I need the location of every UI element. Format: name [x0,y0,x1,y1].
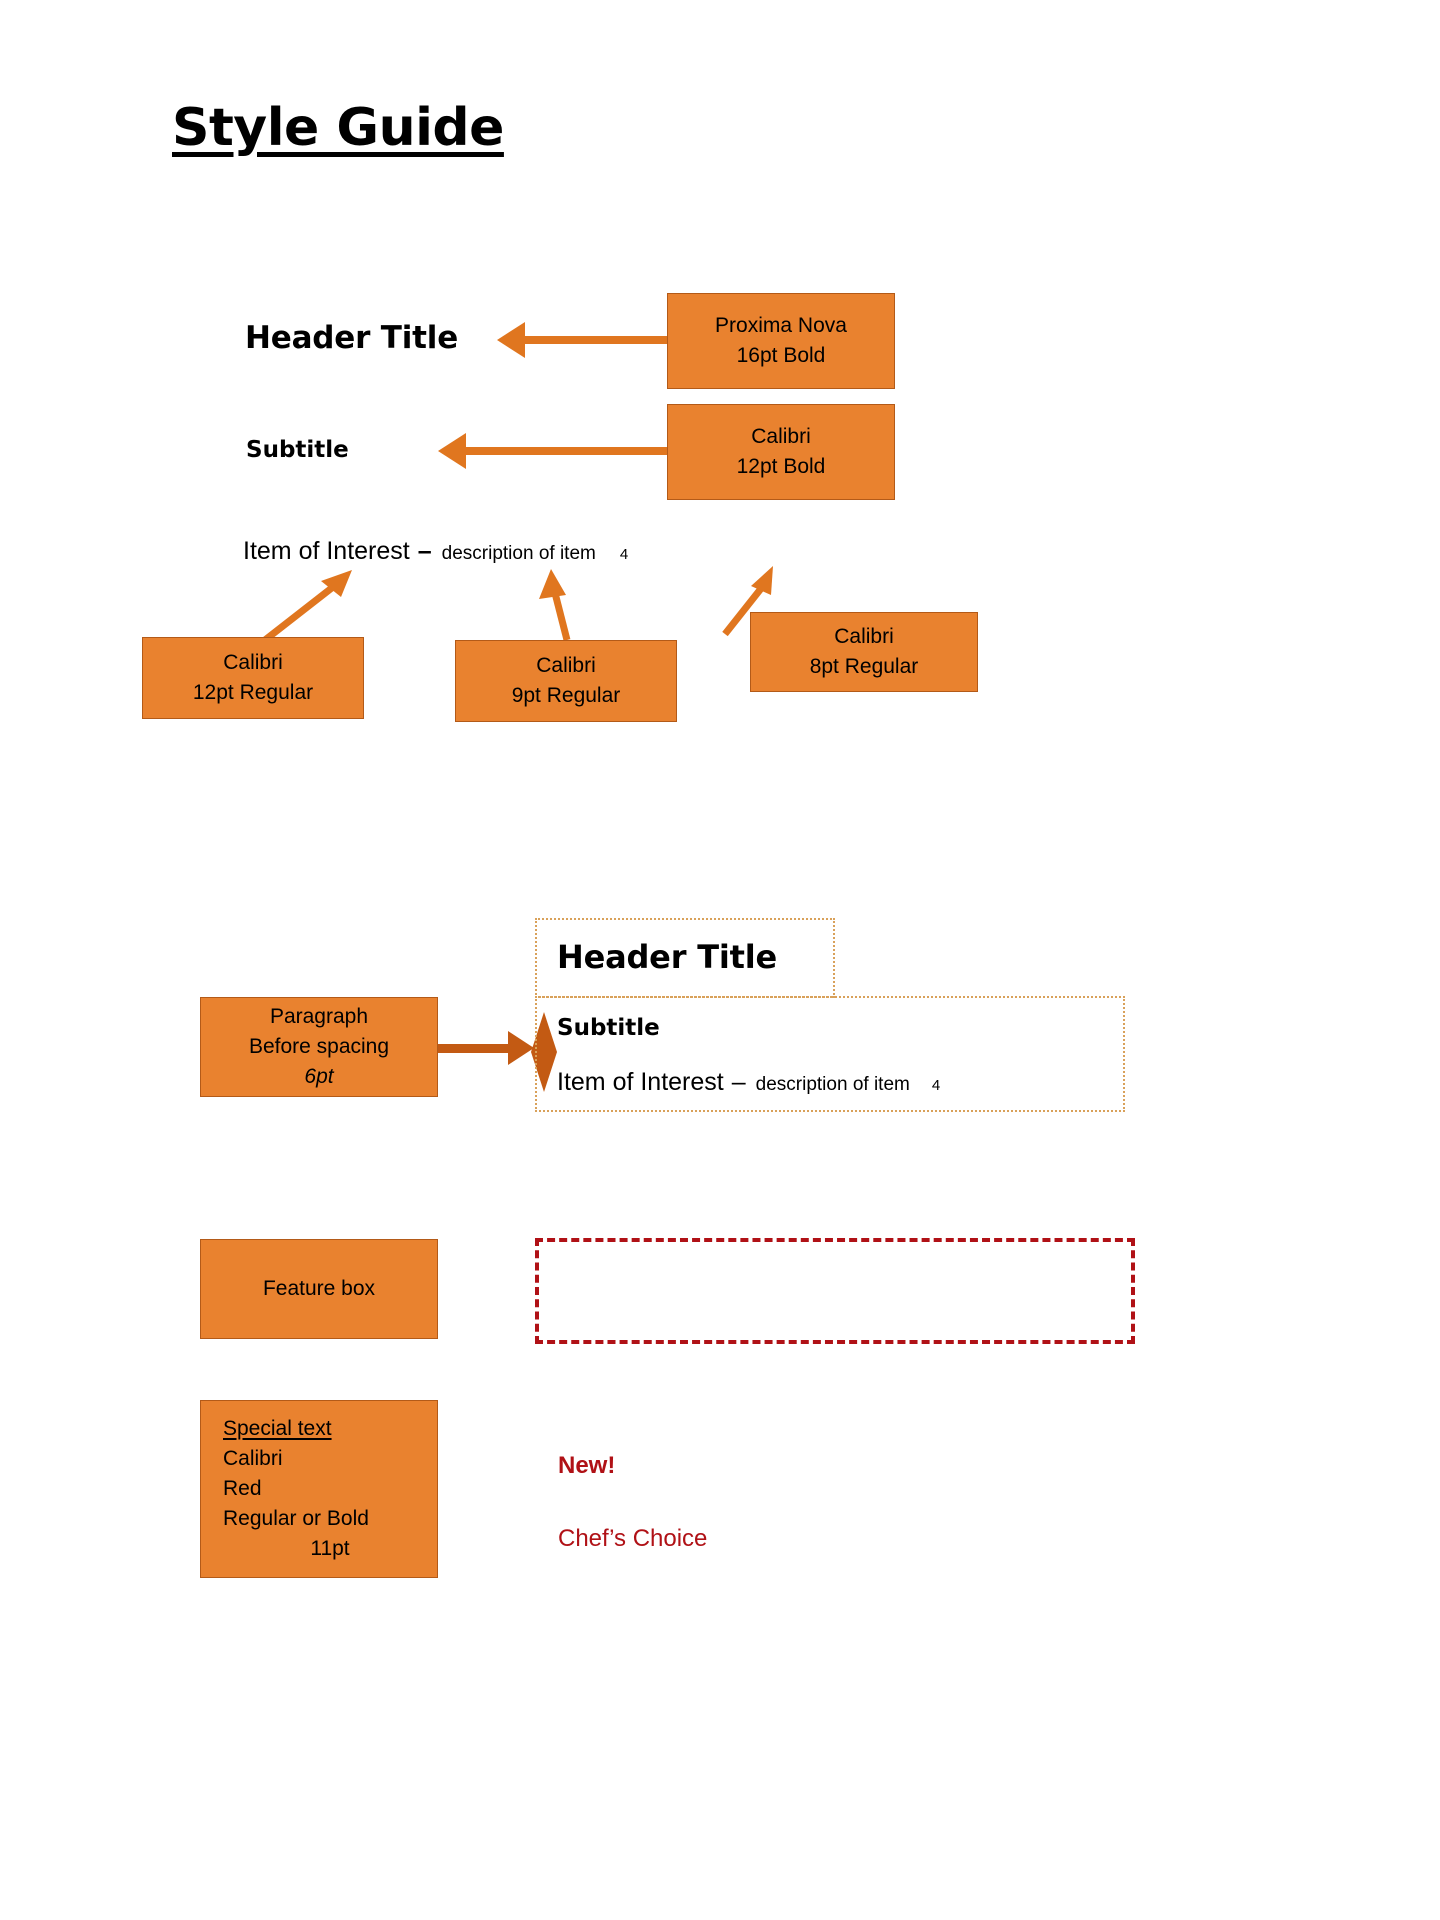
callout-line-3: 6pt [304,1064,334,1088]
spacing-marker-icon [531,1012,557,1092]
demo-item-dash: – [731,1068,746,1096]
arrow-head-paragraph-spacing-icon [508,1031,534,1065]
callout-item-label-spec: Calibri 12pt Regular [142,637,364,719]
arrow-item-label-icon [262,570,352,643]
callout-special-text: Special text Calibri Red Regular or Bold… [200,1400,438,1578]
arrow-shaft-subtitle [466,447,667,455]
demo-item-of-interest-line: Item of Interest–description of item 4 [557,1068,940,1097]
sample-item-footnote: 4 [619,546,629,563]
callout-line-2: 16pt Bold [736,344,826,367]
callout-line-1: Calibri [834,625,894,649]
sample-item-of-interest-line: Item of Interest–description of item 4 [243,537,628,566]
callout-line-1: Proxima Nova [715,314,847,338]
callout-line-2: Calibri [223,1447,283,1471]
callout-line-1: Paragraph [269,1005,369,1029]
callout-line-4: Regular or Bold [223,1506,369,1530]
demo-item-label: Item of Interest [557,1068,724,1096]
demo-item-description: description of item [755,1074,910,1095]
feature-box-sample [535,1238,1135,1344]
callout-line-1: Special text [223,1417,332,1441]
sample-subtitle: Subtitle [246,437,349,463]
callout-feature-box: Feature box [200,1239,438,1339]
callout-line-2: 8pt Regular [809,655,919,678]
callout-item-description-spec: Calibri 9pt Regular [455,640,677,722]
callout-line-1: Calibri [223,651,283,675]
callout-line-1: Calibri [536,654,596,678]
callout-line-2: 12pt Bold [736,455,826,478]
dotted-box-body [535,996,1125,1112]
page-title: Style Guide [172,98,504,158]
sample-item-label: Item of Interest [243,537,410,565]
arrow-item-description-icon [539,569,571,641]
callout-line-5: 11pt [310,1536,350,1560]
callout-line-2: Before spacing [248,1035,390,1059]
sample-header-title: Header Title [245,320,459,356]
arrow-item-footnote-icon [722,566,773,637]
special-text-bold-sample: New! [558,1452,616,1479]
arrow-shaft-header-title [525,336,670,344]
arrow-shaft-paragraph-spacing [438,1044,508,1053]
demo-header-title: Header Title [557,938,777,976]
callout-line-3: Red [223,1477,262,1501]
callout-line-1: Calibri [751,425,811,449]
arrow-head-header-title-icon [497,322,525,358]
callout-subtitle-spec: Calibri 12pt Bold [667,404,895,500]
callout-line-2: 12pt Regular [192,681,314,704]
arrow-head-subtitle-icon [438,433,466,469]
callout-line-2: 9pt Regular [511,684,621,707]
special-text-regular-sample: Chef’s Choice [558,1525,708,1552]
callout-header-title-spec: Proxima Nova 16pt Bold [667,293,895,389]
callout-label: Feature box [262,1277,376,1301]
demo-item-footnote: 4 [931,1077,941,1094]
sample-item-dash: – [417,537,432,565]
callout-item-footnote-spec: Calibri 8pt Regular [750,612,978,692]
sample-item-description: description of item [441,543,596,564]
demo-subtitle: Subtitle [557,1015,660,1041]
callout-paragraph-spacing: Paragraph Before spacing 6pt [200,997,438,1097]
